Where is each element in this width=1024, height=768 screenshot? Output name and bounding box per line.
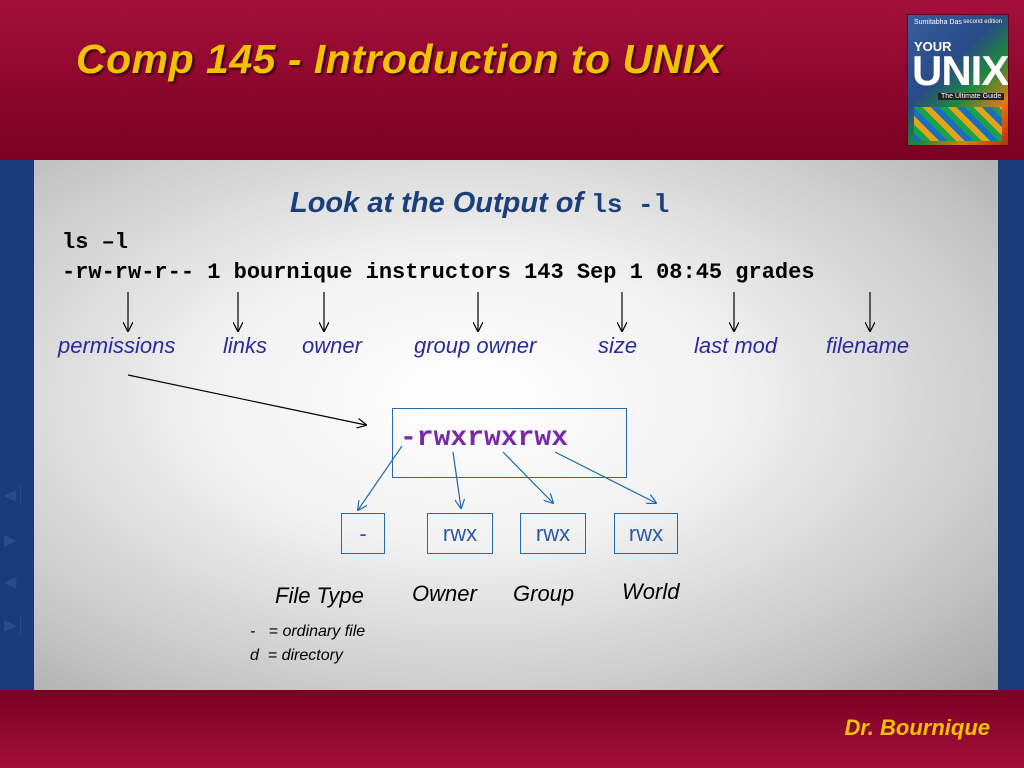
first-slide-icon[interactable]: ◀│ [4, 487, 27, 504]
label-owner: owner [302, 333, 362, 358]
heading-command: ls -l [591, 190, 670, 220]
arrow-file-type [358, 445, 403, 510]
slide-content-area [34, 160, 998, 690]
part-owner: rwx [427, 513, 493, 554]
ls-output-line: -rw-rw-r-- 1 bournique instructors 143 S… [62, 260, 815, 285]
label-size: size [598, 333, 638, 358]
label-last-mod: last mod [694, 333, 778, 358]
slide-footer: Dr. Bournique [0, 690, 1024, 768]
permission-string: -rwxrwxrwx [400, 423, 569, 454]
slide-title: Comp 145 - Introduction to UNIX [76, 36, 723, 82]
book-cover-image: Sumitabha Das second edition YOUR UNIX T… [907, 14, 1009, 146]
part-world: rwx [614, 513, 678, 554]
book-author: Sumitabha Das [914, 19, 962, 26]
category-group: Group [513, 581, 575, 606]
field-arrows [128, 292, 870, 425]
part-file-type: - [341, 513, 385, 554]
note-directory: d = directory [250, 647, 343, 664]
category-file-type: File Type [275, 583, 364, 608]
permission-string-box: -rwxrwxrwx [392, 408, 627, 478]
book-cover-art [914, 107, 1002, 141]
next-slide-icon[interactable]: ▶ [4, 532, 17, 549]
slide-header: Comp 145 - Introduction to UNIX Sumitabh… [0, 0, 1024, 160]
book-title-your: YOUR [914, 39, 952, 54]
label-permissions: permissions [58, 333, 176, 358]
book-title-unix: UNIX [912, 47, 1009, 94]
book-edition: second edition [963, 19, 1002, 25]
part-group: rwx [520, 513, 586, 554]
note-ordinary-file: - = ordinary file [250, 623, 366, 640]
label-filename: filename [826, 333, 910, 358]
arrow-permissions-to-string [127, 374, 366, 425]
left-sidebar: ◀│ ▶ ◀ ▶│ [0, 160, 34, 690]
category-owner: Owner [412, 581, 477, 606]
slide-author: Dr. Bournique [844, 715, 990, 740]
last-slide-icon[interactable]: ▶│ [4, 617, 27, 634]
content-heading: Look at the Output of ls -l [290, 187, 669, 220]
arrow-owner-part [452, 451, 461, 508]
book-subtitle: The Ultimate Guide [938, 93, 1005, 100]
right-sidebar [998, 160, 1024, 690]
heading-text: Look at the Output of [290, 187, 584, 219]
label-group-owner: group owner [414, 333, 537, 358]
previous-slide-icon[interactable]: ◀ [4, 574, 17, 591]
category-world: World [622, 579, 680, 604]
label-links: links [223, 333, 268, 358]
command-line: ls –l [62, 230, 129, 255]
